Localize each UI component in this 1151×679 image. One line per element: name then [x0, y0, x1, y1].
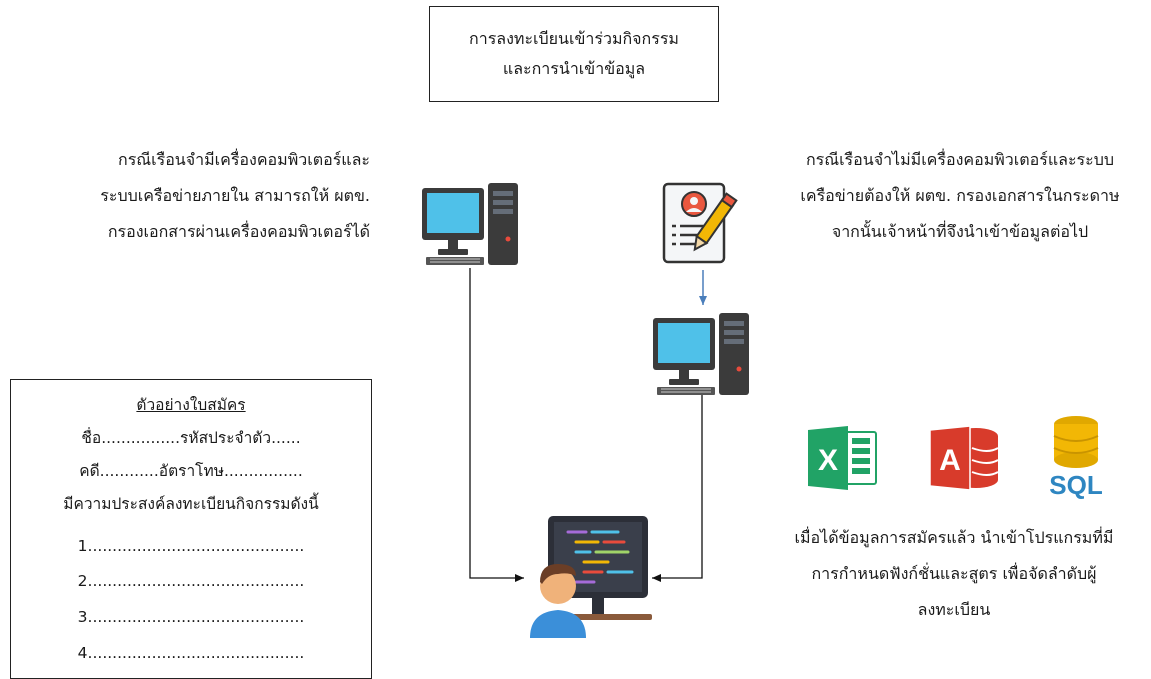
form-case-row: คดี............อัตราโทษ................ [79, 462, 303, 480]
desktop-computer-icon [422, 183, 518, 265]
software-note-line-2: การกำหนดฟังก์ชั่นและสูตร เพื่อจัดลำดับผู… [811, 564, 1097, 583]
sql-database-icon: SQL [1049, 416, 1103, 500]
svg-text:A: A [939, 444, 961, 477]
right-note-line-2: เครือข่ายต้องให้ ผตข. กรองเอกสารในกระดาษ [800, 186, 1120, 205]
desktop-computer-icon [653, 313, 749, 395]
sample-application-form: ตัวอย่างใบสมัคร ชื่อ................รหัส… [10, 379, 372, 679]
document-pen-icon [662, 182, 738, 264]
title-line-2: และการนำเข้าข้อมูล [502, 59, 646, 78]
software-note: เมื่อได้ข้อมูลการสมัครแล้ว นำเข้าโปรแกรม… [758, 520, 1150, 628]
right-note-line-3: จากนั้นเจ้าหน้าที่จึงนำเข้าข้อมูลต่อไป [831, 222, 1089, 241]
software-note-line-1: เมื่อได้ข้อมูลการสมัครแล้ว นำเข้าโปรแกรม… [794, 528, 1114, 547]
form-name-row: ชื่อ................รหัสประจำตัว...... [81, 429, 301, 447]
right-connector-arrow [652, 395, 703, 582]
left-note-line-2: ระบบเครือข่ายภายใน สามารถให้ ผตข. [100, 186, 370, 205]
form-item-4: 4.......................................… [77, 644, 305, 662]
form-item-3: 3.......................................… [77, 608, 305, 626]
left-note-line-3: กรองเอกสารผ่านเครื่องคอมพิวเตอร์ได้ [107, 222, 370, 241]
right-note: กรณีเรือนจำไม่มีเครื่องคอมพิวเตอร์และระบ… [770, 142, 1150, 250]
software-note-line-3: ลงทะเบียน [917, 600, 991, 619]
svg-text:SQL: SQL [1049, 470, 1103, 500]
form-item-2: 2.......................................… [77, 572, 305, 590]
form-purpose: มีความประสงค์ลงทะเบียนกิจกรรมดังนี้ [63, 495, 319, 513]
left-note: กรณีเรือนจำมีเครื่องคอมพิวเตอร์และ ระบบเ… [40, 142, 370, 250]
excel-icon: X [808, 426, 877, 490]
svg-text:X: X [818, 444, 838, 477]
title-line-1: การลงทะเบียนเข้าร่วมกิจกรรม [469, 29, 679, 48]
form-title: ตัวอย่างใบสมัคร [136, 396, 246, 414]
access-icon: A [929, 425, 999, 491]
form-item-1: 1.......................................… [77, 537, 305, 555]
left-note-line-1: กรณีเรือนจำมีเครื่องคอมพิวเตอร์และ [118, 150, 370, 169]
developer-at-computer-icon [530, 516, 652, 638]
left-connector-arrow [469, 268, 524, 582]
right-note-line-1: กรณีเรือนจำไม่มีเครื่องคอมพิวเตอร์และระบ… [805, 150, 1115, 169]
title-box: การลงทะเบียนเข้าร่วมกิจกรรม และการนำเข้า… [429, 6, 719, 102]
